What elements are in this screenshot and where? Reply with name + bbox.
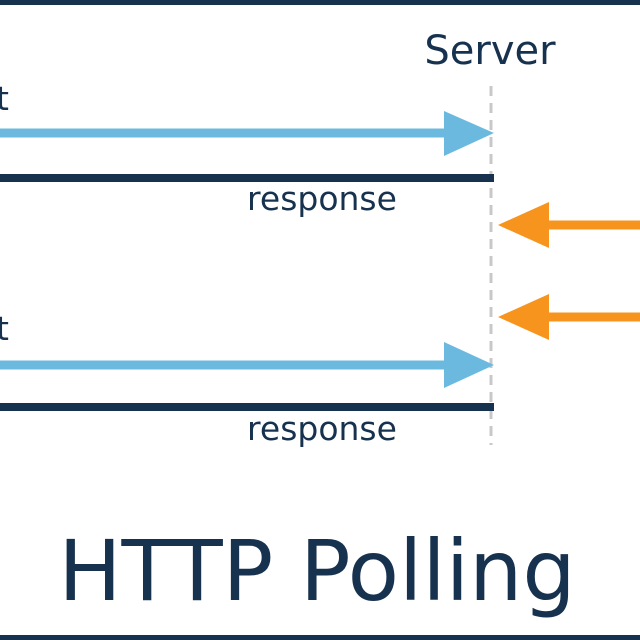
request-arrow-1 bbox=[0, 111, 494, 156]
request-label-1: t bbox=[0, 79, 9, 118]
request-label-2: t bbox=[0, 309, 9, 348]
diagram-title: HTTP Polling bbox=[58, 522, 575, 620]
request-arrow-2 bbox=[0, 342, 494, 388]
server-label: Server bbox=[424, 28, 556, 74]
request-arrowhead bbox=[444, 111, 494, 156]
event-arrowhead bbox=[498, 202, 549, 248]
event-arrow-1 bbox=[498, 202, 640, 248]
event-arrowhead bbox=[498, 294, 549, 340]
response-label-2: response bbox=[247, 409, 397, 448]
request-arrowhead bbox=[444, 342, 494, 388]
event-arrow-2 bbox=[498, 294, 640, 340]
response-label-1: response bbox=[247, 179, 397, 218]
